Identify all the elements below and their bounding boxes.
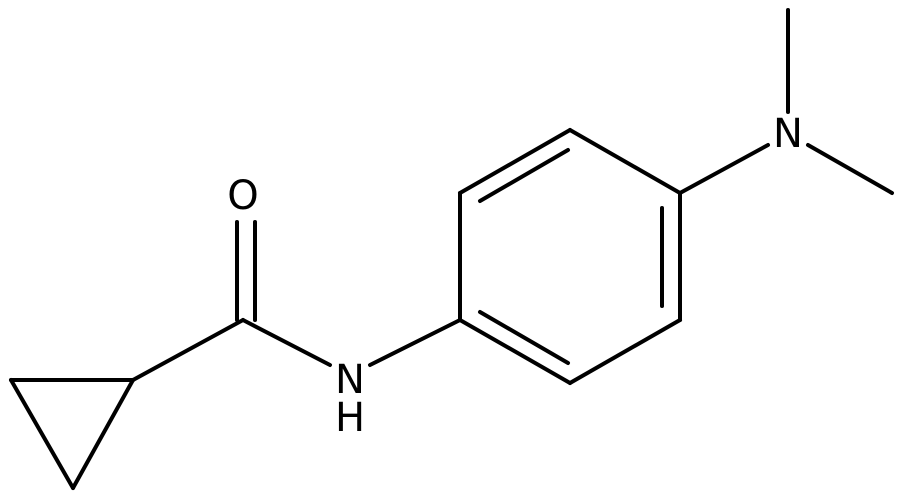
- cyclopropyl-bond-right: [71, 378, 135, 490]
- carbonyl-amide-bond: [241, 318, 332, 367]
- cyclopropyl-carbonyl-bond: [131, 318, 245, 382]
- ring-bond-2: [458, 128, 572, 195]
- cyclopropane-ring: [9, 378, 135, 490]
- ring-bond-3: [568, 128, 682, 195]
- amide-hydrogen-label: H: [335, 395, 365, 441]
- amide-nitrogen-label: N: [335, 357, 365, 403]
- methyl-bond-right: [806, 143, 894, 195]
- amide-phenyl-bond: [368, 318, 462, 367]
- carbonyl-double-bond: [235, 220, 257, 322]
- ring-bond-6: [458, 318, 572, 385]
- ring-inner-bond-top: [478, 148, 570, 203]
- oxygen-label: O: [227, 173, 258, 219]
- ring-inner-bond-bottom: [478, 310, 570, 365]
- phenyl-amine-bond: [678, 143, 770, 195]
- ring-bond-5: [568, 318, 682, 385]
- benzene-ring: [458, 128, 682, 385]
- cyclopropyl-bond-left: [9, 378, 75, 490]
- amine-nitrogen-label: N: [773, 111, 803, 157]
